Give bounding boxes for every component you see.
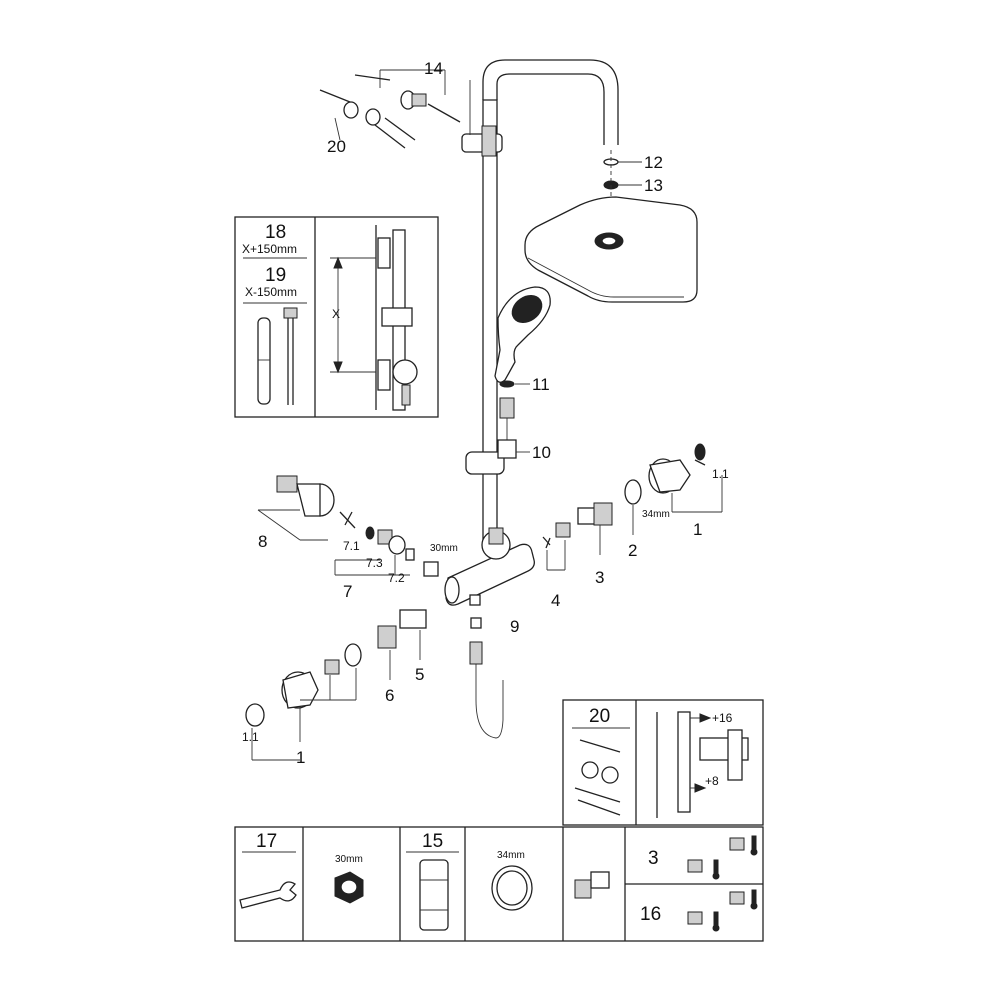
callout-10: 10 — [532, 443, 551, 462]
callout-8: 8 — [258, 532, 267, 551]
inset-18-number: 18 — [265, 222, 286, 243]
shower-riser-assembly — [461, 59, 698, 541]
bracket-fixings — [319, 69, 461, 149]
callout-12: 12 — [644, 153, 663, 172]
right-connection — [542, 443, 723, 571]
callout-1-left: 1 — [296, 748, 305, 767]
callout-14: 14 — [424, 59, 443, 78]
callout-7-1: 7.1 — [343, 539, 360, 553]
thermometer-icons-top — [687, 835, 758, 880]
callout-labels: 14 20 12 13 11 10 8 7.1 30mm 7.3 7.2 7 4… — [242, 59, 729, 767]
inset-19-text: X-150mm — [245, 285, 297, 299]
callout-7: 7 — [343, 582, 352, 601]
tool-3-number: 3 — [648, 848, 659, 869]
callout-11: 11 — [532, 375, 550, 394]
callout-5: 5 — [415, 665, 424, 684]
callout-7-2: 7.2 — [388, 571, 405, 585]
tool-30mm-label: 30mm — [335, 854, 363, 865]
thermometer-icons-bottom — [687, 889, 758, 932]
callout-1-1-right: 1.1 — [712, 467, 729, 481]
inset-wall-fixing: 20 +16 +8 — [562, 699, 764, 826]
inset-plus8: +8 — [705, 774, 719, 788]
callout-2: 2 — [628, 541, 637, 560]
callout-13: 13 — [644, 176, 663, 195]
inset-plus16: +16 — [712, 711, 733, 725]
inset-19-number: 19 — [265, 265, 286, 286]
tool-16-number: 16 — [640, 904, 661, 925]
left-upper-connection — [257, 475, 439, 577]
inset-height-adjustment: 18 X+150mm 19 X-150mm X — [234, 216, 439, 418]
tool-17-number: 17 — [256, 831, 277, 852]
inset-18-text: X+150mm — [242, 242, 297, 256]
tools-table: 17 30mm 15 34mm 3 16 — [234, 826, 764, 942]
callout-1-right: 1 — [693, 520, 702, 539]
callout-4: 4 — [551, 591, 560, 610]
thermostat-body — [444, 527, 535, 739]
callout-30mm: 30mm — [430, 543, 458, 554]
inset-x-label: X — [332, 307, 340, 321]
callout-3: 3 — [595, 568, 604, 587]
callout-20: 20 — [327, 137, 346, 156]
tool-15-number: 15 — [422, 831, 443, 852]
left-lower-connection — [245, 609, 427, 761]
tool-34mm-label: 34mm — [497, 850, 525, 861]
callout-1-1-left: 1.1 — [242, 730, 259, 744]
callout-34mm: 34mm — [642, 509, 670, 520]
callout-7-3: 7.3 — [366, 556, 383, 570]
inset-20-number: 20 — [589, 706, 610, 727]
callout-6: 6 — [385, 686, 394, 705]
callout-9: 9 — [510, 617, 519, 636]
